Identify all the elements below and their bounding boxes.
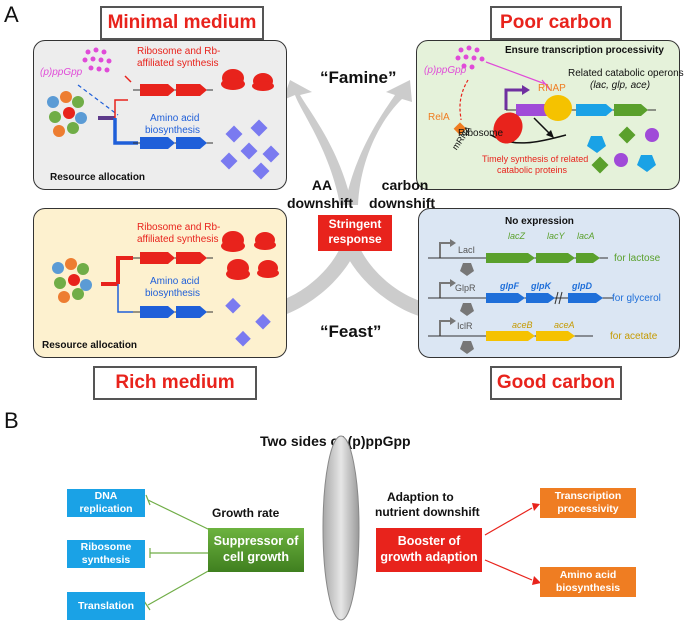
stringent-line-1: Stringent (328, 217, 382, 231)
suppressor-box: Suppressor of cell growth (208, 528, 304, 572)
good-carbon-title: Good carbon (490, 366, 622, 400)
minimal-aa-label-2: biosynthesis (145, 125, 201, 136)
translation-line-1: Translation (77, 599, 134, 612)
ribosome-synthesis-box: Ribosome synthesis (67, 540, 145, 568)
translation-box: Translation (67, 592, 145, 620)
rich-aa-label-1: Amino acid (150, 276, 200, 287)
poor-rela-label: RelA (428, 112, 450, 123)
aa-downshift-label-1: AA (311, 177, 333, 193)
glp-for-label: for glycerol (612, 293, 661, 304)
minimal-ppgpp-label: (p)ppGpp (40, 67, 83, 78)
poor-diagram (453, 45, 659, 174)
minimal-ribo-label-2: affiliated synthesis (137, 58, 219, 69)
poor-ensure-label: Ensure transcription processivity (505, 45, 664, 56)
good-no-expression-label: No expression (505, 216, 574, 227)
ppgpp-dots (82, 47, 112, 73)
panel-letter-b: B (4, 408, 19, 433)
ace-regulator-label: IclR (457, 321, 473, 331)
aa-downshift-label-2: downshift (286, 195, 354, 211)
panel-letter-a: A (4, 2, 19, 27)
booster-box: Booster of growth adaption (376, 528, 482, 572)
adaption-label-1: Adaption to (387, 490, 454, 504)
famine-label: “Famine” (320, 68, 397, 87)
famine-arrow-right (345, 80, 412, 205)
rich-ribo-label-1: Ribosome and Rb- (137, 222, 221, 233)
rich-ribo-label-2: affiliated synthesis (137, 234, 219, 245)
minimal-medium-panel (33, 40, 287, 190)
poor-rnap-label: RNAP (538, 83, 566, 94)
lac-gene-2: lacY (547, 231, 565, 241)
panel-b-graphics (143, 435, 541, 621)
lac-regulator-label: LacI (458, 245, 476, 255)
minimal-resource-label: Resource allocation (50, 172, 146, 183)
poor-carbon-title: Poor carbon (490, 6, 622, 40)
feast-arrow-right (344, 248, 437, 320)
famine-arrow-left (283, 80, 352, 205)
glp-gene-1: glpF (500, 281, 519, 291)
suppressor-line-1: Suppressor of (213, 534, 299, 548)
stringent-line-2: response (328, 232, 382, 246)
good-diagram (428, 239, 613, 354)
rich-diagram (52, 231, 279, 347)
ribosome-synthesis-line-2: synthesis (81, 554, 131, 566)
lac-gene-1: lacZ (508, 231, 526, 241)
transcription-line-2: processivity (557, 503, 619, 515)
resource-balls (47, 91, 87, 137)
poor-timely-label-1: Timely synthesis of related (482, 154, 589, 164)
feast-label: “Feast” (320, 322, 382, 341)
glp-gene-3: glpD (572, 281, 592, 291)
minimal-diagram (47, 47, 280, 180)
carbon-downshift-label-1: carbon (381, 177, 429, 193)
transcription-line-1: Transcription (554, 490, 622, 502)
booster-line-2: growth adaption (380, 550, 478, 564)
rich-aa-label-2: biosynthesis (145, 288, 201, 299)
adaption-label-2: nutrient downshift (375, 505, 480, 519)
transcription-processivity-box: Transcription processivity (540, 488, 636, 518)
poor-ribosome-label: Ribosome (458, 128, 504, 139)
dna-replication-box: DNA replication (67, 489, 145, 517)
poor-related-label-1: Related catabolic operons (568, 68, 684, 79)
ace-gene-2: aceA (554, 320, 575, 330)
lac-for-label: for lactose (614, 253, 661, 264)
poor-ppgpp-label: (p)ppGpp (424, 65, 467, 76)
minimal-ribo-label-1: Ribosome and Rb- (137, 46, 221, 57)
carbon-downshift-label-2: downshift (368, 195, 436, 211)
poor-related-label-2: (lac, glp, ace) (590, 80, 651, 91)
amino-acid-line-1: Amino acid (559, 569, 617, 581)
growth-rate-label: Growth rate (212, 506, 280, 520)
glp-regulator-label: GlpR (455, 283, 476, 293)
amino-acid-biosynthesis-box: Amino acid biosynthesis (540, 567, 636, 597)
booster-line-1: Booster of (397, 534, 461, 548)
suppressor-line-2: cell growth (223, 550, 289, 564)
ace-gene-1: aceB (512, 320, 533, 330)
ribosome-synthesis-line-1: Ribosome (80, 541, 132, 553)
poor-timely-label-2: catabolic proteins (497, 165, 568, 175)
dna-replication-line-1: DNA (94, 490, 118, 502)
resource-balls-rich (52, 258, 92, 303)
lac-gene-3: lacA (577, 231, 595, 241)
minimal-medium-title: Minimal medium (100, 6, 264, 40)
ace-for-label: for acetate (610, 331, 658, 342)
amino-acid-line-2: biosynthesis (555, 582, 621, 594)
rich-resource-label: Resource allocation (42, 340, 138, 351)
minimal-aa-label-1: Amino acid (150, 113, 200, 124)
rich-medium-title: Rich medium (93, 366, 257, 400)
stringent-response-box: Stringent response (318, 215, 392, 251)
glp-gene-2: glpK (531, 281, 551, 291)
dna-replication-line-2: replication (79, 503, 133, 515)
